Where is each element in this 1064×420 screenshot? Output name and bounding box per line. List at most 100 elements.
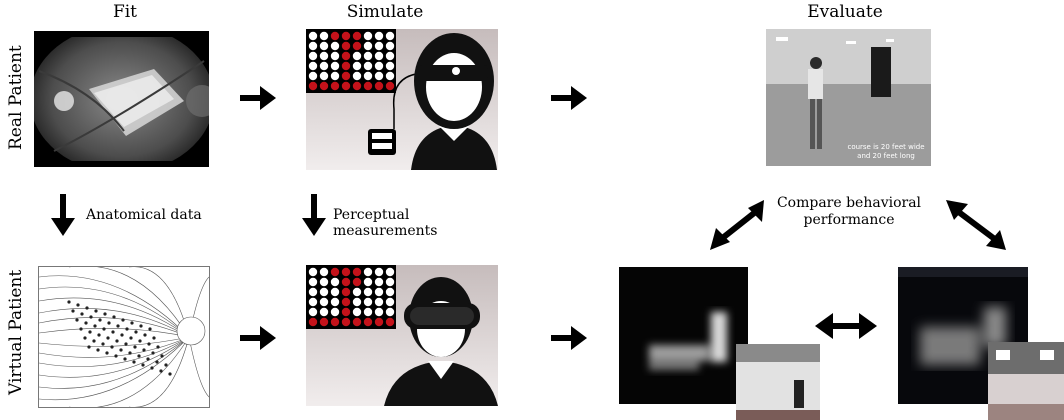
electrode xyxy=(132,360,136,364)
electrode xyxy=(156,345,160,349)
electrode xyxy=(93,324,97,328)
grid-dot xyxy=(330,41,340,51)
grid-dot xyxy=(341,81,351,91)
grid-dot xyxy=(330,31,340,41)
arrow-right-icon xyxy=(551,326,587,350)
simulated-percept-1 xyxy=(619,267,748,404)
double-arrow-diagonal-icon xyxy=(710,200,764,250)
grid-dot xyxy=(330,51,340,61)
grid-dot xyxy=(319,297,329,307)
grid-dot xyxy=(363,51,373,61)
grid-dot xyxy=(341,61,351,71)
grid-dot xyxy=(385,277,395,287)
grid-dot xyxy=(385,287,395,297)
axon-map-image xyxy=(38,266,210,408)
electrode xyxy=(147,342,151,346)
electrode xyxy=(148,327,152,331)
grid-dot xyxy=(308,71,318,81)
grid-dot xyxy=(308,277,318,287)
electrode xyxy=(168,372,172,376)
grid-dot xyxy=(341,71,351,81)
electrode xyxy=(138,339,142,343)
grid-dot xyxy=(385,317,395,327)
electrode xyxy=(119,348,123,352)
grid-dot xyxy=(330,71,340,81)
grid-dot xyxy=(308,81,318,91)
row-label-real-patient: Real Patient xyxy=(6,45,26,150)
electrode xyxy=(152,336,156,340)
grid-dot xyxy=(341,277,351,287)
grid-dot xyxy=(374,297,384,307)
grid-dot xyxy=(330,277,340,287)
electrode xyxy=(67,300,71,304)
electrode xyxy=(124,342,128,346)
double-arrow-horizontal-icon xyxy=(815,313,877,339)
electrode xyxy=(111,330,115,334)
electrode xyxy=(114,354,118,358)
processor-icon xyxy=(368,129,396,155)
photo-caption: course is 20 feet wide and 20 feet long xyxy=(846,143,926,161)
grid-dot xyxy=(319,41,329,51)
electrode xyxy=(120,333,124,337)
grid-dot xyxy=(330,307,340,317)
retina-fundus-image xyxy=(34,31,209,167)
grid-dot xyxy=(363,41,373,51)
grid-dot xyxy=(308,31,318,41)
grid-dot xyxy=(352,41,362,51)
electrode xyxy=(80,312,84,316)
grid-dot xyxy=(308,297,318,307)
grid-dot xyxy=(330,61,340,71)
grid-dot xyxy=(363,61,373,71)
grid-dot xyxy=(352,267,362,277)
real-patient-corridor-photo: course is 20 feet wide and 20 feet long xyxy=(766,29,931,166)
grid-dot xyxy=(352,71,362,81)
electrode xyxy=(103,312,107,316)
grid-dot xyxy=(374,317,384,327)
grid-dot xyxy=(341,317,351,327)
scene-thumbnail-2 xyxy=(988,342,1064,420)
real-patient-simulation-panel xyxy=(306,29,498,170)
grid-dot xyxy=(352,307,362,317)
grid-dot xyxy=(330,297,340,307)
grid-dot xyxy=(374,41,384,51)
electrode xyxy=(87,345,91,349)
grid-dot xyxy=(352,31,362,41)
column-header-simulate: Simulate xyxy=(346,2,424,22)
grid-dot xyxy=(363,287,373,297)
electrode xyxy=(139,324,143,328)
grid-dot xyxy=(363,31,373,41)
walking-person-icon xyxy=(810,57,822,69)
electrode xyxy=(143,333,147,337)
electrode xyxy=(76,303,80,307)
electrode xyxy=(128,351,132,355)
electrode xyxy=(110,345,114,349)
electrode xyxy=(123,357,127,361)
column-header-fit: Fit xyxy=(112,2,138,22)
electrode xyxy=(164,363,168,367)
grid-dot xyxy=(352,317,362,327)
electrode xyxy=(141,363,145,367)
grid-dot xyxy=(352,51,362,61)
grid-dot xyxy=(319,51,329,61)
grid-dot xyxy=(341,287,351,297)
grid-dot xyxy=(319,317,329,327)
electrode xyxy=(98,318,102,322)
electrode xyxy=(92,339,96,343)
electrode xyxy=(125,327,129,331)
grid-dot xyxy=(374,277,384,287)
electrode xyxy=(155,360,159,364)
grid-dot xyxy=(341,31,351,41)
grid-dot xyxy=(308,267,318,277)
arrow-down-icon xyxy=(302,194,326,236)
electrode xyxy=(79,327,83,331)
photo-caption-line-1: course is 20 feet wide xyxy=(847,143,925,151)
perceptual-measurements-label: Perceptual measurements xyxy=(333,207,438,239)
grid-dot xyxy=(319,61,329,71)
arrow-right-icon xyxy=(240,86,276,110)
electrode xyxy=(133,345,137,349)
compare-behavioral-performance-label: Compare behavioral performance xyxy=(776,195,922,228)
electrode xyxy=(130,321,134,325)
grid-dot xyxy=(330,317,340,327)
grid-dot xyxy=(374,287,384,297)
electrode xyxy=(96,348,100,352)
